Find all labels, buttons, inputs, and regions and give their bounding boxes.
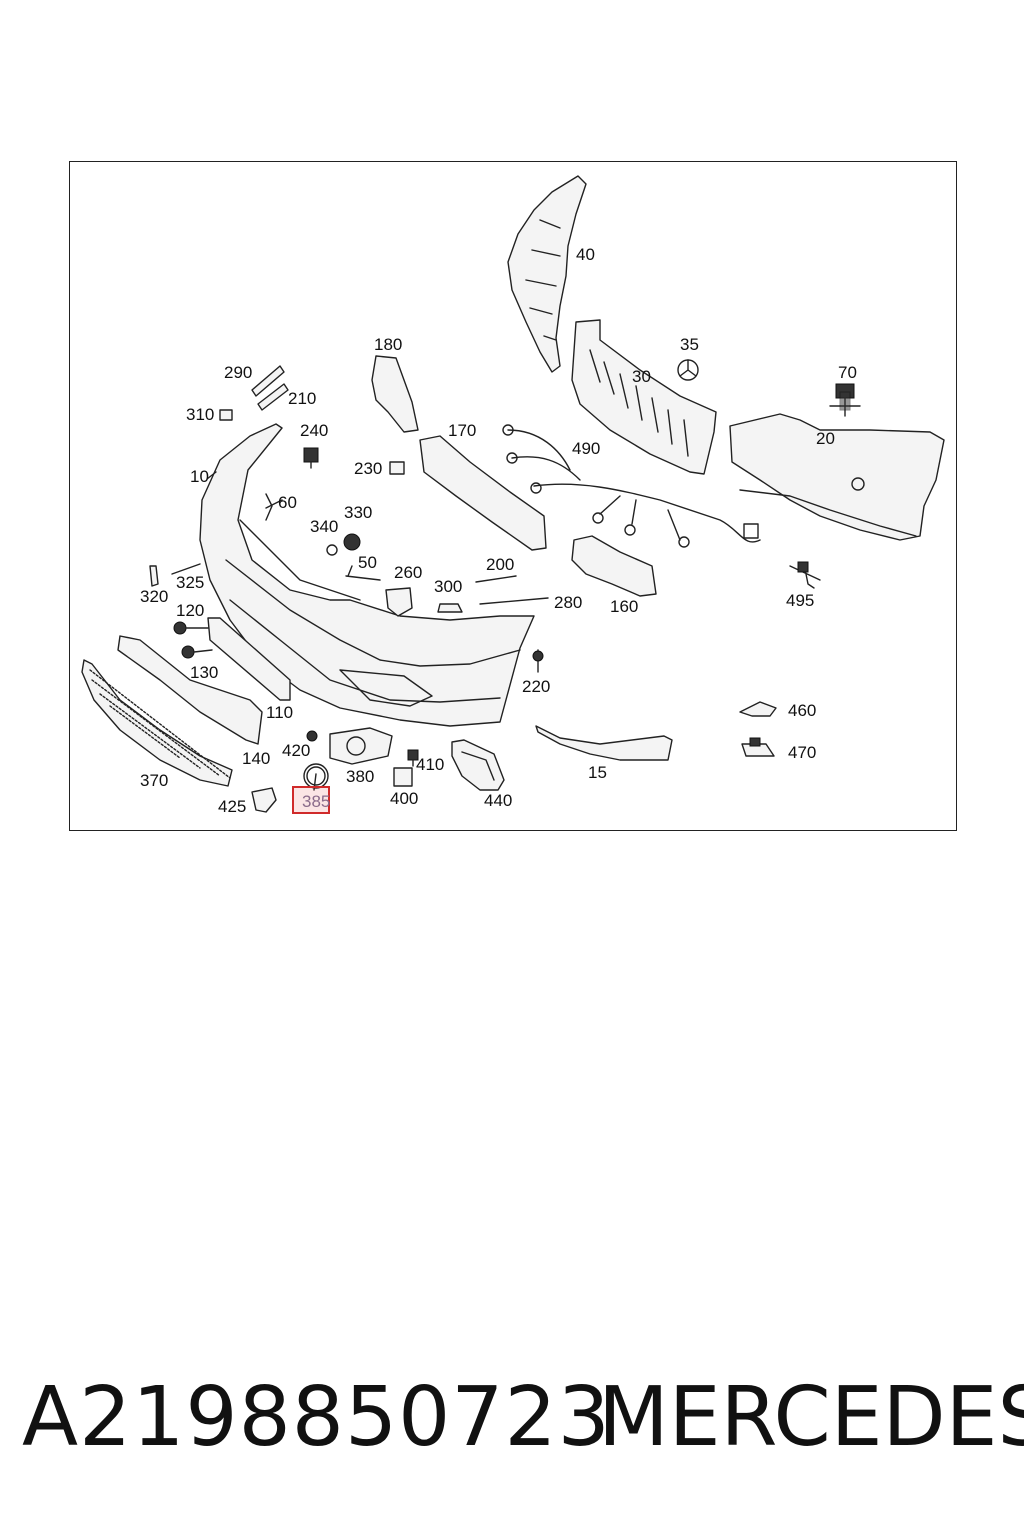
part-20-side-bracket — [729, 413, 945, 541]
label-140: 140 — [242, 749, 270, 768]
label-170: 170 — [448, 421, 476, 440]
label-15: 15 — [588, 763, 607, 782]
label-260: 260 — [394, 563, 422, 582]
label-425: 425 — [218, 797, 246, 816]
highlight-385[interactable]: 385 — [292, 786, 330, 814]
label-20: 20 — [816, 429, 835, 448]
label-160: 160 — [610, 597, 638, 616]
label-470: 470 — [788, 743, 816, 762]
label-130: 130 — [190, 663, 218, 682]
label-400: 400 — [390, 789, 418, 808]
label-380: 380 — [346, 767, 374, 786]
part-140-trim — [117, 635, 263, 745]
part-425-clip — [251, 787, 277, 813]
part-400-clip — [393, 767, 413, 787]
part-310-clip — [219, 409, 233, 421]
part-120-screw — [173, 621, 209, 635]
label-490: 490 — [572, 439, 600, 458]
part-180-guide — [371, 355, 419, 433]
part-460-cover — [739, 701, 777, 717]
part-labels: 40 35 30 70 20 180 290 210 310 240 170 4… — [140, 245, 857, 816]
label-370: 370 — [140, 771, 168, 790]
part-10-bumper-cover — [199, 423, 535, 727]
part-170-absorber — [419, 435, 547, 551]
part-160-bracket — [571, 535, 657, 597]
label-110: 110 — [266, 703, 293, 722]
part-280-strip — [479, 597, 549, 605]
highlight-box — [292, 786, 330, 814]
label-325: 325 — [176, 573, 204, 592]
part-325-strip — [171, 563, 201, 575]
part-340-ring — [326, 544, 338, 556]
part-420-nut — [306, 730, 318, 742]
part-200-strip — [475, 575, 517, 583]
label-210: 210 — [288, 389, 316, 408]
part-440-frame — [451, 739, 505, 791]
part-230-block — [389, 461, 405, 475]
label-340: 340 — [310, 517, 338, 536]
label-70: 70 — [838, 363, 857, 382]
label-330: 330 — [344, 503, 372, 522]
part-470-nut-plate — [741, 737, 775, 757]
label-200: 200 — [486, 555, 514, 574]
label-280: 280 — [554, 593, 582, 612]
label-495: 495 — [786, 591, 814, 610]
label-420: 420 — [282, 741, 310, 760]
label-290: 290 — [224, 363, 252, 382]
leader-lines — [206, 471, 353, 791]
part-490-harness — [502, 424, 761, 548]
label-50: 50 — [358, 553, 377, 572]
label-385: 385 — [302, 792, 330, 811]
label-310: 310 — [186, 405, 214, 424]
part-330-sensor — [343, 533, 361, 551]
part-410-screw — [407, 749, 419, 767]
footer: A2198850723 MERCEDES — [0, 1370, 1024, 1470]
part-370-grille — [81, 659, 233, 787]
label-240: 240 — [300, 421, 328, 440]
part-495-clip — [789, 561, 821, 589]
label-180: 180 — [374, 335, 402, 354]
label-320: 320 — [140, 587, 168, 606]
part-30-impact-bar — [571, 319, 717, 475]
label-10: 10 — [190, 467, 209, 486]
part-240-bolt — [303, 447, 319, 469]
part-40-bracket — [507, 175, 587, 373]
part-15-strip — [535, 725, 673, 761]
label-230: 230 — [354, 459, 382, 478]
diagram-frame — [69, 161, 957, 831]
part-320-bracket — [149, 565, 159, 587]
label-220: 220 — [522, 677, 550, 696]
part-50-strip — [345, 575, 381, 581]
brand-name: MERCEDES — [598, 1370, 1024, 1465]
part-35-star — [677, 359, 699, 381]
label-460: 460 — [788, 701, 816, 720]
label-440: 440 — [484, 791, 512, 810]
label-30: 30 — [632, 367, 651, 386]
label-410: 410 — [416, 755, 444, 774]
part-60-trim — [265, 493, 273, 521]
part-210-strip — [257, 383, 289, 411]
part-220-screw — [532, 649, 544, 673]
part-290-strip — [251, 365, 285, 397]
label-40: 40 — [576, 245, 595, 264]
part-number: A2198850723 — [22, 1370, 611, 1465]
part-260-bracket — [385, 587, 413, 617]
part-70-bolt — [829, 383, 861, 417]
part-110-plate-carrier — [207, 617, 291, 701]
part-300-clip — [437, 603, 463, 613]
label-35: 35 — [680, 335, 699, 354]
label-300: 300 — [434, 577, 462, 596]
label-120: 120 — [176, 601, 204, 620]
part-130-screw — [181, 645, 213, 659]
part-380-frame — [329, 727, 393, 765]
label-60: 60 — [278, 493, 297, 512]
